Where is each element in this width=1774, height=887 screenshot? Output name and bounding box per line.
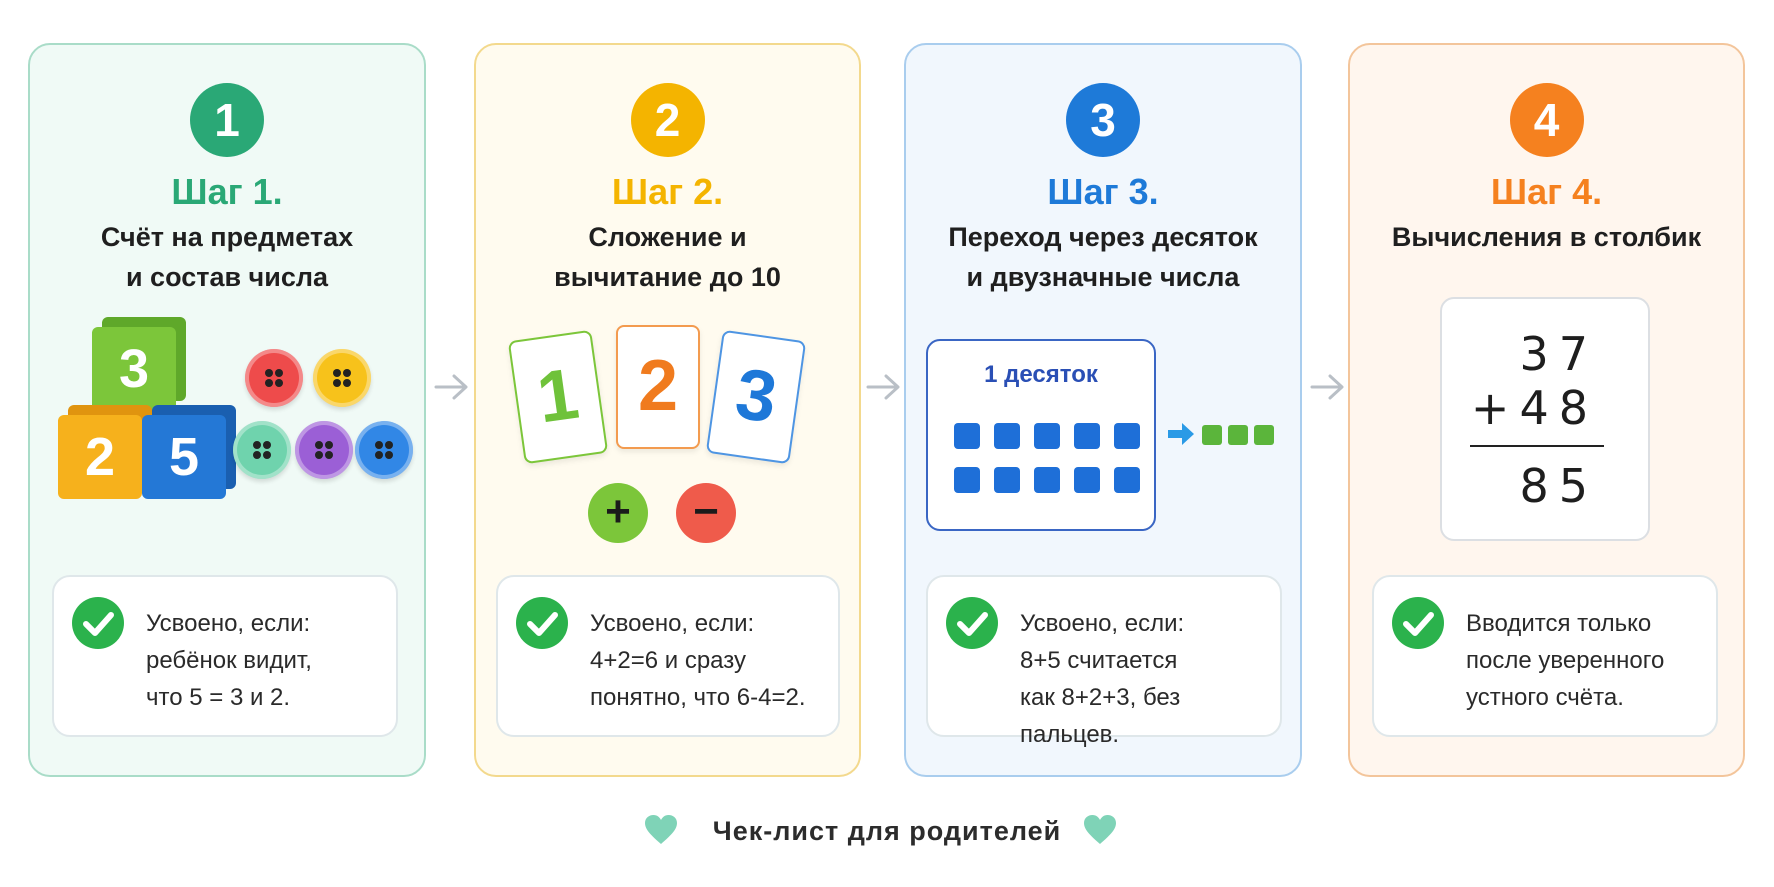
step-title: Шаг 2. (611, 171, 724, 212)
step-description: Вычисления в столбик (1391, 222, 1702, 252)
column-addition-illustration: 37 +48 85 (1440, 297, 1650, 541)
footer-title: Чек-лист для родителей (712, 816, 1062, 846)
step-title: Шаг 3. (1047, 171, 1159, 212)
step-card-1: 1 Шаг 1. Счёт на предметах и состав числ… (28, 43, 426, 777)
number-cube: 3 (92, 327, 176, 411)
step-title: Шаг 4. (1490, 171, 1603, 212)
mastery-criteria-text: Усвоено, если: 8+5 считается как 8+2+3, … (1020, 610, 1185, 748)
number-cube: 5 (142, 415, 226, 499)
mastery-criteria-box: Усвоено, если: ребёнок видит, что 5 = 3 … (52, 575, 398, 737)
tens-label: 1 десяток (984, 361, 1098, 388)
arrow-right-icon (1310, 374, 1344, 400)
arrow-right-icon (866, 374, 900, 400)
check-icon (516, 597, 568, 649)
step-number-badge: 2 (630, 83, 705, 157)
footer: Чек-лист для родителей (0, 808, 1774, 858)
mastery-criteria-text: Усвоено, если: ребёнок видит, что 5 = 3 … (146, 610, 312, 711)
sum-result: 85 (1519, 459, 1598, 513)
arrow-right-icon (434, 374, 468, 400)
heart-icon (1084, 815, 1116, 844)
heart-icon (645, 815, 677, 844)
check-icon (1392, 597, 1444, 649)
number-card: 2 (616, 325, 700, 449)
tens-block-illustration: 1 десяток (926, 339, 1156, 531)
plus-icon: + (588, 483, 648, 543)
step-description: Переход через десяток и двузначные числа (948, 222, 1258, 292)
addend-1: 37 (1519, 327, 1598, 381)
step-number-badge: 3 (1066, 83, 1140, 157)
mastery-criteria-box: Вводится только после уверенного устного… (1372, 575, 1718, 737)
step-card-4: 4 Шаг 4. Вычисления в столбик 37 +48 85 … (1348, 43, 1745, 777)
check-icon (72, 597, 124, 649)
step-number-badge: 1 (190, 83, 264, 157)
step-number-badge: 4 (1509, 83, 1584, 157)
mastery-criteria-text: Вводится только после уверенного устного… (1466, 610, 1665, 711)
mastery-criteria-box: Усвоено, если: 4+2=6 и сразу понятно, чт… (496, 575, 840, 737)
sum-line (1470, 445, 1604, 447)
red-button-icon (245, 349, 303, 407)
arrow-right-icon (1168, 423, 1194, 445)
addend-2: +48 (1470, 381, 1598, 435)
check-icon (946, 597, 998, 649)
step-description: Счёт на предметах и состав числа (100, 222, 354, 292)
step-description: Сложение и вычитание до 10 (554, 222, 781, 292)
purple-button-icon (295, 421, 353, 479)
step-title: Шаг 1. (171, 171, 283, 212)
blue-button-icon (355, 421, 413, 479)
number-cube: 2 (58, 415, 142, 499)
number-card: 3 (705, 329, 807, 465)
number-card: 1 (507, 329, 609, 465)
yellow-button-icon (313, 349, 371, 407)
mastery-criteria-text: Усвоено, если: 4+2=6 и сразу понятно, чт… (590, 610, 806, 711)
teal-button-icon (233, 421, 291, 479)
step-card-3: 3 Шаг 3. Переход через десяток и двузнач… (904, 43, 1302, 777)
mastery-criteria-box: Усвоено, если: 8+5 считается как 8+2+3, … (926, 575, 1282, 748)
minus-icon: − (676, 483, 736, 543)
step-card-2: 2 Шаг 2. Сложение и вычитание до 10 1 2 … (474, 43, 861, 777)
